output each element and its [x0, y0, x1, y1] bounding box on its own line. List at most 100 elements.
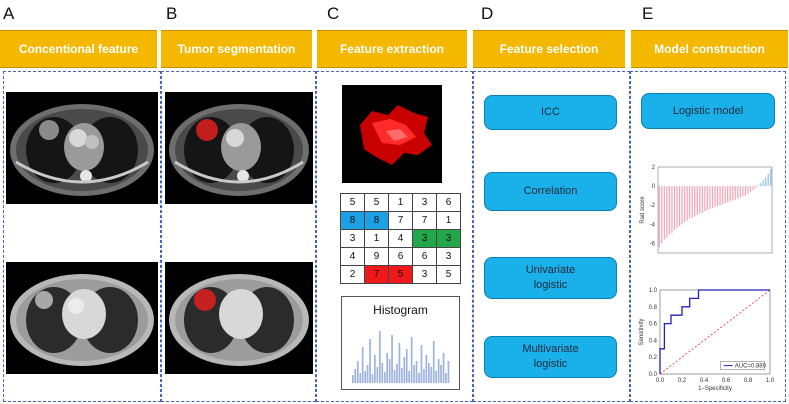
rad-score-bar [765, 177, 767, 187]
rad-score-bar [770, 168, 772, 187]
rad-score-bar [673, 186, 676, 231]
histogram-bar [420, 345, 423, 383]
matrix-cell-highlight-red: 5 [388, 265, 413, 284]
banner-label: Tumor segmentation [177, 42, 296, 56]
rad-score-bar [744, 186, 747, 196]
histogram-bar [379, 331, 381, 383]
histogram-bar [364, 371, 366, 383]
rad-score-bar [716, 186, 719, 207]
banner-label: Feature extraction [339, 42, 445, 56]
histogram-bar [442, 353, 445, 383]
matrix-cell: 6 [436, 193, 461, 212]
matrix-cell: 1 [388, 193, 413, 212]
rad-score-bar [739, 186, 741, 198]
rad-score-bar [678, 186, 681, 227]
roc-legend-label: AUC=0.880 [735, 364, 767, 370]
histogram-bar [428, 363, 430, 383]
histogram-bar [401, 368, 403, 383]
rad-ytick-label: -6 [650, 241, 656, 247]
banner-conventional-feature: Concentional feature [0, 30, 157, 68]
rad-ytick-label: -2 [650, 203, 656, 209]
matrix-cell-highlight-green: 3 [412, 229, 437, 248]
banner-label: Model construction [654, 42, 765, 56]
rad-score-bar [676, 186, 678, 229]
step-label: ICC [541, 106, 560, 118]
histogram-bar [383, 372, 386, 383]
step-label: Multivariate logistic [522, 343, 579, 370]
rad-score-bar [732, 186, 734, 201]
roc-xtick-label: 0.2 [678, 378, 687, 384]
matrix-cell: 4 [340, 247, 365, 266]
panel-b [161, 71, 316, 402]
rad-score-bar [663, 186, 665, 240]
roc-curve-line [659, 289, 770, 374]
rad-ytick-label: -4 [650, 222, 656, 228]
rad-score-bar [694, 186, 696, 217]
matrix-cell: 5 [364, 193, 389, 212]
roc-legend-box [720, 361, 765, 370]
histogram-bar [381, 363, 384, 383]
roc-xtick-label: 0.8 [744, 378, 753, 384]
histogram-bar [435, 371, 437, 383]
histogram-bar [430, 367, 433, 383]
rad-score-bar [658, 186, 660, 248]
histogram-label: Histogram [373, 303, 428, 317]
logistic-model-box: Logistic model [641, 93, 775, 129]
matrix-row: 3 1 4 3 3 [340, 229, 461, 248]
roc-xtick-label: 1.0 [766, 378, 775, 384]
matrix-cell-highlight-red: 7 [364, 265, 389, 284]
histogram-bar [356, 361, 359, 383]
rad-score-bar [686, 186, 688, 221]
histogram-bar [447, 361, 450, 383]
roc-ytick-label: 1.0 [649, 288, 658, 294]
rad-ylabel: Rad score [640, 196, 646, 224]
roc-xtick-label: 0.0 [656, 378, 665, 384]
matrix-cell: 3 [412, 265, 437, 284]
histogram-bar [408, 371, 410, 383]
ct-mediastinal-image [6, 92, 158, 204]
banner-label: Concentional feature [18, 42, 139, 56]
roc-ytick-label: 0.2 [649, 355, 658, 361]
step-univariate-logistic: Univariate logistic [484, 257, 617, 299]
matrix-row: 8 8 7 7 1 [340, 211, 461, 230]
rad-score-bar [666, 186, 668, 238]
histogram-bar [369, 339, 371, 383]
panel-e [630, 71, 786, 402]
matrix-cell: 5 [436, 265, 461, 284]
matrix-row: 4 9 6 6 3 [340, 247, 461, 266]
roc-ytick-label: 0.4 [649, 338, 658, 344]
matrix-cell: 3 [340, 229, 365, 248]
matrix-row: 5 5 1 3 6 [340, 193, 461, 212]
rad-score-bar [719, 186, 721, 206]
rad-score-bar [749, 186, 752, 192]
stage-letter-d: D [481, 4, 494, 23]
rad-score-bar [681, 186, 683, 225]
panel-c [316, 71, 473, 402]
rad-score-bar [762, 180, 764, 187]
roc-xlabel: 1–Specificity [698, 386, 732, 392]
matrix-row: 2 7 5 3 5 [340, 265, 461, 284]
rad-score-bar [701, 186, 703, 213]
histogram-bar [398, 343, 401, 383]
matrix-cell: 6 [412, 247, 437, 266]
rad-score-bar [661, 186, 663, 244]
matrix-cell: 1 [436, 211, 461, 230]
roc-xtick-label: 0.6 [722, 378, 731, 384]
step-icc: ICC [484, 95, 617, 130]
step-correlation: Correlation [484, 172, 617, 211]
rad-score-bar [699, 186, 701, 214]
rad-score-bar [706, 186, 709, 210]
panel-a [3, 71, 161, 402]
ct-lung-window-image [6, 262, 158, 374]
histogram-bar [361, 347, 364, 383]
rad-score-bar [696, 186, 698, 215]
histogram-bar [393, 370, 396, 383]
rad-score-bar [747, 186, 749, 194]
histogram-bar [410, 337, 413, 383]
histogram-bars [352, 331, 450, 383]
matrix-cell-highlight-blue: 8 [340, 211, 365, 230]
matrix-cell: 7 [388, 211, 413, 230]
banner-label: Feature selection [499, 42, 599, 56]
rad-score-bar [689, 186, 691, 219]
